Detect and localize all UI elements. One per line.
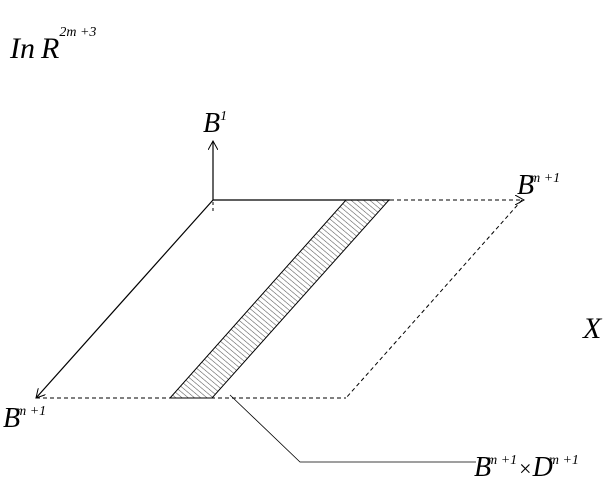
product-label: Bm +1×Dm +1 <box>474 452 579 483</box>
right-axis-label: Bm +1 <box>517 170 560 201</box>
partial-x-label: X <box>582 312 603 345</box>
hatched-strip <box>168 199 391 399</box>
left-axis-label: Bm +1 <box>3 403 46 434</box>
vertical-axis-label: B1 <box>203 108 227 139</box>
right-edge <box>345 199 523 399</box>
leader-line <box>229 394 476 463</box>
left-axis <box>36 199 214 398</box>
